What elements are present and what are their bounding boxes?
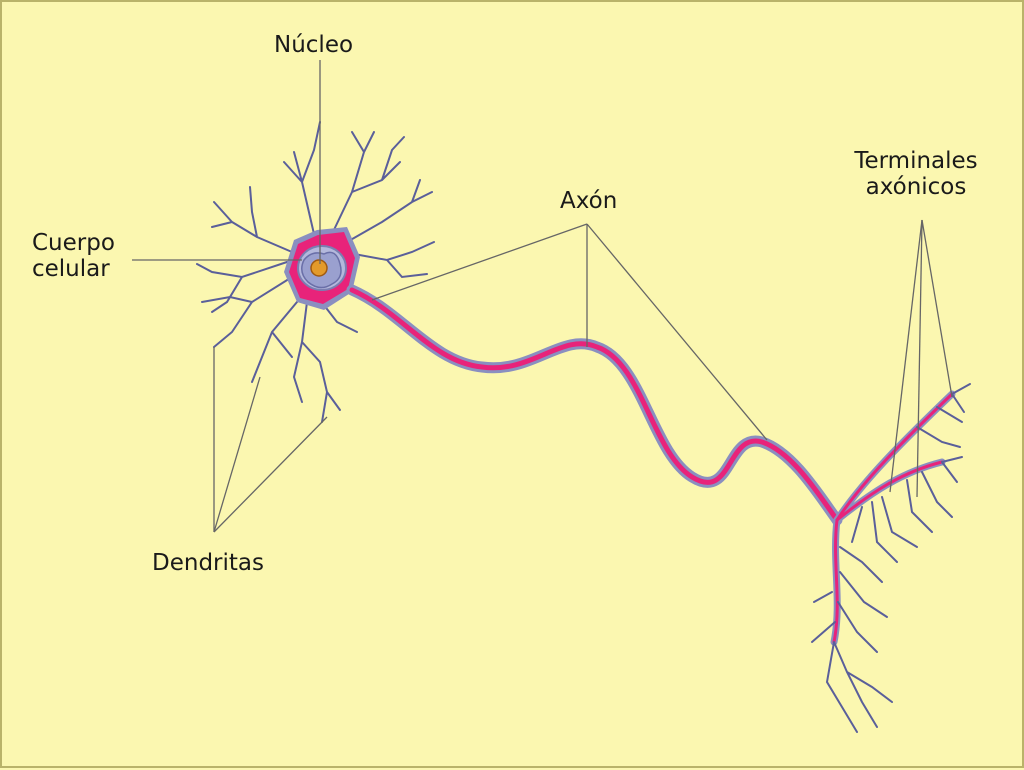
nucleus-icon [310,259,328,277]
label-axon: Axón [560,188,618,214]
axon-terminals [811,383,971,733]
label-terminals-line1: Terminales [854,148,978,174]
leader-lines [132,60,953,533]
dendrite-branches [196,121,435,423]
label-axon-terminals: Terminales axónicos [846,148,986,201]
label-nucleus: Núcleo [274,32,354,58]
cell-body [284,227,360,310]
label-cell-body: Cuerpo celular [32,230,115,283]
axon [346,284,843,526]
label-terminals-line2: axónicos [865,174,967,201]
label-dendrites: Dendritas [152,550,264,576]
label-cell-body-line1: Cuerpo [32,230,115,256]
label-cell-body-line2: celular [32,256,110,283]
